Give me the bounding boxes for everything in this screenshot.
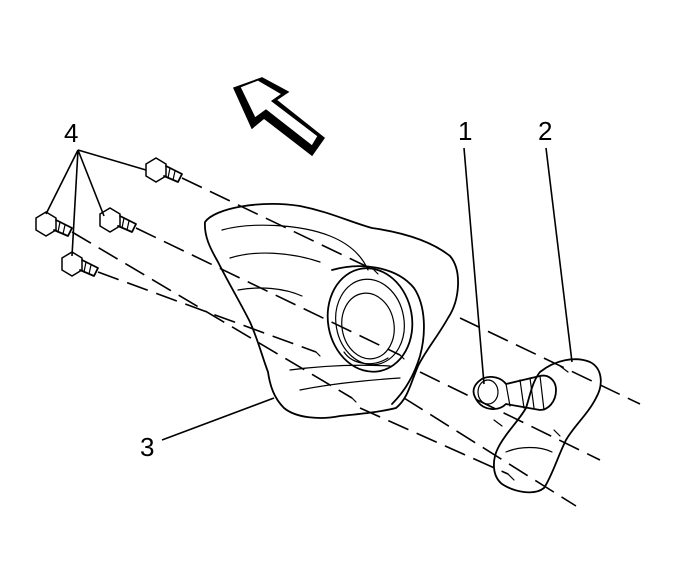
alignment-lines (71, 177, 641, 507)
housing-assembly (204, 203, 459, 419)
callout-1: 1 (458, 116, 472, 146)
bolt-icon (145, 157, 183, 183)
callout-3: 3 (140, 432, 154, 462)
callout-4: 4 (64, 118, 78, 148)
speed-sensor (472, 374, 557, 411)
callout-2: 2 (538, 116, 552, 146)
leader-lines (45, 147, 573, 441)
bolt-icon (99, 207, 137, 233)
bolt-icon (35, 211, 73, 237)
forward-direction-arrow-icon (232, 77, 326, 157)
bolt-icon (61, 251, 99, 277)
sensor-bracket (493, 358, 602, 494)
